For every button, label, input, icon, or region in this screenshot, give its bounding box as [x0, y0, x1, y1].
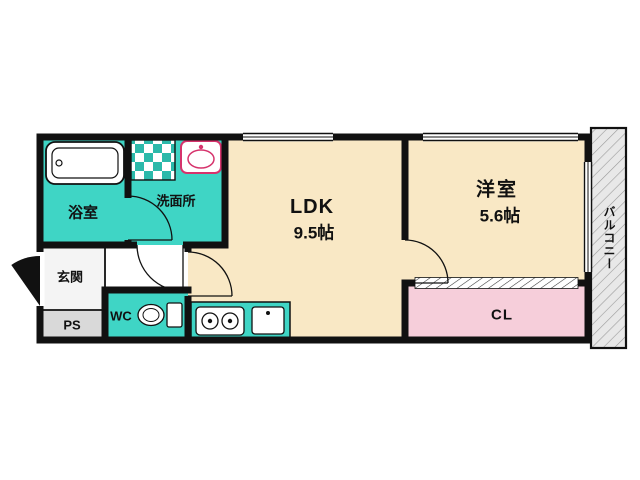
partition-lines	[40, 248, 106, 311]
room-ldk	[188, 137, 405, 340]
washer-pan-icon	[130, 139, 176, 181]
room-closet	[405, 283, 588, 340]
bathroom-label: 浴室	[67, 204, 99, 222]
balcony-area	[589, 126, 628, 350]
entrance-door-icon	[11, 252, 45, 306]
door-arc-icon	[127, 195, 449, 297]
closet-label: CL	[491, 306, 513, 324]
window-icon-western-top	[423, 132, 578, 142]
washroom-label: 洗面所	[156, 193, 196, 209]
pipe-space-label: PS	[63, 317, 81, 333]
vanity-sink-icon	[180, 140, 222, 174]
room-hall	[105, 245, 188, 290]
stove-icon	[195, 306, 245, 336]
room-entrance	[40, 245, 105, 310]
window-icon-ldk-top	[243, 132, 333, 142]
toilet-icon	[137, 302, 183, 328]
bathtub-icon	[45, 141, 125, 185]
entrance-label: 玄関	[56, 269, 84, 285]
wc-label: WC	[110, 308, 132, 324]
kitchen-counter	[190, 301, 291, 341]
western-room-label: 洋室	[475, 179, 519, 201]
balcony-hatch	[591, 128, 626, 348]
room-pipe-space	[40, 310, 105, 340]
ldk-label: LDK	[289, 196, 335, 218]
western-room-size-label: 5.6帖	[479, 206, 521, 226]
room-western	[405, 137, 588, 283]
ldk-size-label: 9.5帖	[293, 223, 335, 243]
window-icon-balcony-door	[583, 162, 593, 272]
balcony-label: バルコニー	[602, 205, 616, 271]
kitchen-sink-icon	[251, 306, 285, 335]
